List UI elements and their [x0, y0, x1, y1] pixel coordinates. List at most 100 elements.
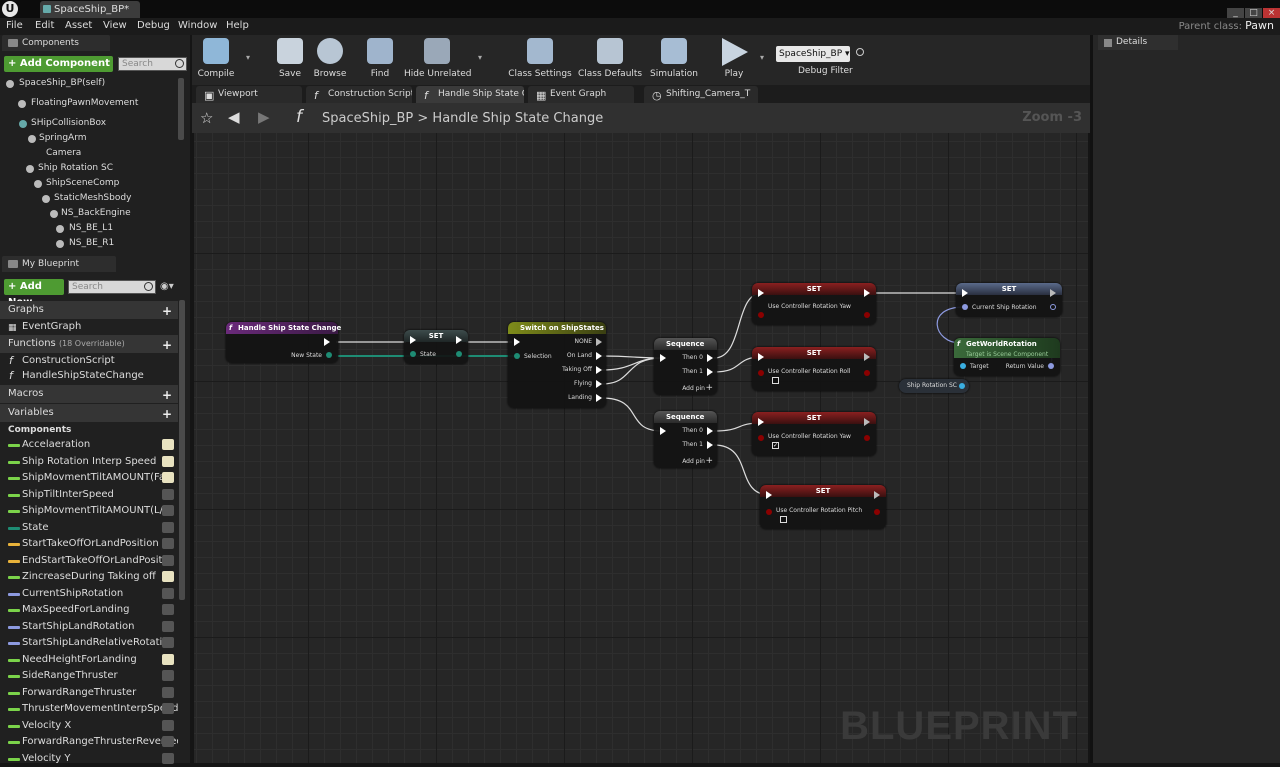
exec-input-pin[interactable] — [660, 354, 666, 362]
menu-window[interactable]: Window — [178, 20, 218, 31]
menu-file[interactable]: File — [6, 20, 23, 31]
exec-then1-pin[interactable] — [707, 368, 713, 376]
visibility-eye-icon[interactable] — [162, 554, 174, 566]
forward-arrow-icon[interactable]: ▶ — [258, 108, 270, 126]
exec-taking-off-pin[interactable] — [596, 366, 602, 374]
add-new-button[interactable]: + Add New — [4, 279, 64, 308]
variable-row[interactable]: Ship Rotation Interp Speed — [0, 454, 178, 470]
visibility-eye-icon[interactable] — [162, 472, 174, 483]
close-button[interactable]: × — [1263, 8, 1280, 19]
add-pin-button[interactable]: Add pin — [682, 385, 705, 392]
save-button[interactable]: Save — [270, 35, 310, 85]
tab-viewport[interactable]: ▣Viewport — [196, 86, 302, 103]
node-set-yaw-2[interactable]: SET Use Controller Rotation Yaw ✓ — [752, 412, 876, 456]
tree-item-floatingpawnmovement[interactable]: FloatingPawnMovement — [18, 98, 138, 108]
blueprint-scrollbar[interactable] — [179, 300, 185, 600]
state-input-pin[interactable] — [410, 351, 416, 357]
breadcrumb-function[interactable]: Handle Ship State Change — [432, 111, 604, 126]
tree-item-staticmeshsbody[interactable]: StaticMeshSbody — [36, 193, 131, 203]
bool-output-pin[interactable] — [874, 509, 880, 515]
node-set-yaw-1[interactable]: SET Use Controller Rotation Yaw — [752, 283, 876, 325]
unreal-logo-icon[interactable]: U — [2, 1, 18, 17]
exec-input-pin[interactable] — [514, 338, 520, 346]
variable-row[interactable]: SideRangeThruster — [0, 668, 178, 684]
document-tab[interactable]: SpaceShip_BP* — [40, 1, 140, 18]
add-variable-icon[interactable]: + — [161, 407, 172, 421]
visibility-eye-icon[interactable] — [162, 455, 174, 467]
back-arrow-icon[interactable]: ◀ — [228, 108, 240, 126]
exec-output-pin[interactable] — [864, 353, 870, 361]
exec-output-pin[interactable] — [864, 418, 870, 426]
tab-event-graph[interactable]: ▦Event Graph — [528, 86, 634, 103]
components-scrollbar[interactable] — [178, 78, 184, 140]
menu-help[interactable]: Help — [226, 20, 249, 31]
find-button[interactable]: Find — [360, 35, 400, 85]
bool-output-pin[interactable] — [864, 370, 870, 376]
variable-row[interactable]: ForwardRangeThruster — [0, 685, 178, 701]
variable-row[interactable]: StartTakeOffOrLandPosition — [0, 536, 178, 552]
breadcrumb-blueprint[interactable]: SpaceShip_BP — [322, 111, 414, 126]
tree-item-camera[interactable]: Camera — [46, 148, 82, 158]
menu-asset[interactable]: Asset — [65, 20, 93, 31]
tree-item-springarm[interactable]: SpringArm — [28, 133, 87, 143]
add-component-button[interactable]: + Add Component — [4, 56, 113, 72]
variable-row[interactable]: ForwardRangeThrusterReversed — [0, 734, 178, 750]
visibility-eye-icon[interactable] — [162, 637, 174, 648]
exec-input-pin[interactable] — [410, 336, 416, 344]
visibility-eye-icon[interactable] — [162, 703, 174, 714]
components-search-input[interactable]: Search — [118, 57, 187, 71]
exec-on-land-pin[interactable] — [596, 352, 602, 360]
exec-input-pin[interactable] — [758, 289, 764, 297]
chevron-down-icon[interactable]: ▾ — [759, 53, 764, 62]
tab-shifting-camera[interactable]: ◷Shifting_Camera_T — [644, 86, 758, 103]
visibility-eye-icon[interactable] — [162, 571, 174, 582]
node-ship-rotation-sc[interactable]: Ship Rotation SC — [899, 379, 969, 393]
node-sequence-1[interactable]: Sequence Then 0 Then 1 Add pin+ — [654, 338, 717, 395]
chevron-down-icon[interactable]: ▾ — [245, 53, 250, 62]
visibility-eye-icon[interactable] — [162, 488, 174, 500]
rotator-output-pin[interactable] — [1050, 304, 1056, 310]
exec-then0-pin[interactable] — [707, 354, 713, 362]
pitch-checkbox[interactable] — [780, 516, 787, 523]
node-sequence-2[interactable]: Sequence Then 0 Then 1 Add pin+ — [654, 411, 717, 468]
debug-object-select[interactable]: SpaceShip_BP ▾ — [776, 46, 850, 62]
exec-output-pin[interactable] — [874, 491, 880, 499]
variable-row[interactable]: CurrentShipRotation — [0, 586, 178, 602]
tree-item-ns-backengine[interactable]: NS_BackEngine — [44, 208, 131, 218]
roll-checkbox[interactable] — [772, 377, 779, 384]
class-settings-button[interactable]: Class Settings — [508, 35, 572, 85]
add-graph-icon[interactable]: + — [161, 304, 172, 318]
tree-item-ship-rotation-sc[interactable]: Ship Rotation SC — [20, 163, 113, 173]
visibility-eye-icon[interactable] — [162, 670, 174, 681]
variable-row[interactable]: ThrusterMovementInterpSpeed — [0, 701, 178, 717]
variable-row[interactable]: EndStartTakeOffOrLandPositio — [0, 553, 178, 569]
tree-item-shipscenecomp[interactable]: ShipSceneComp — [28, 178, 119, 188]
variable-row[interactable]: Accelaeration — [0, 437, 178, 453]
visibility-eye-icon[interactable] — [162, 604, 174, 615]
visibility-eye-icon[interactable] — [162, 587, 174, 599]
visibility-eye-icon[interactable] — [162, 505, 174, 516]
graph-eventgraph[interactable]: ▦EventGraph — [0, 319, 178, 335]
compile-button[interactable]: Compile▾ — [192, 35, 250, 85]
menu-debug[interactable]: Debug — [137, 20, 170, 31]
variable-row[interactable]: State — [0, 520, 178, 536]
bool-output-pin[interactable] — [864, 435, 870, 441]
macros-section[interactable]: Macros+ — [0, 385, 178, 403]
visibility-eye-icon[interactable] — [162, 686, 174, 698]
minimize-button[interactable]: _ — [1227, 8, 1244, 19]
components-tab[interactable]: Components — [2, 35, 110, 51]
yaw-checkbox[interactable]: ✓ — [772, 442, 779, 449]
browse-button[interactable]: Browse — [310, 35, 350, 85]
visibility-eye-icon[interactable] — [162, 538, 174, 549]
selection-pin[interactable] — [514, 353, 520, 359]
exec-then0-pin[interactable] — [707, 427, 713, 435]
variable-row[interactable]: NeedHeightForLanding — [0, 652, 178, 668]
debug-search-icon[interactable] — [856, 48, 864, 56]
exec-output-pin[interactable] — [864, 289, 870, 297]
parent-class-value[interactable]: Pawn — [1245, 19, 1274, 32]
node-set-state[interactable]: SET State — [404, 330, 468, 364]
